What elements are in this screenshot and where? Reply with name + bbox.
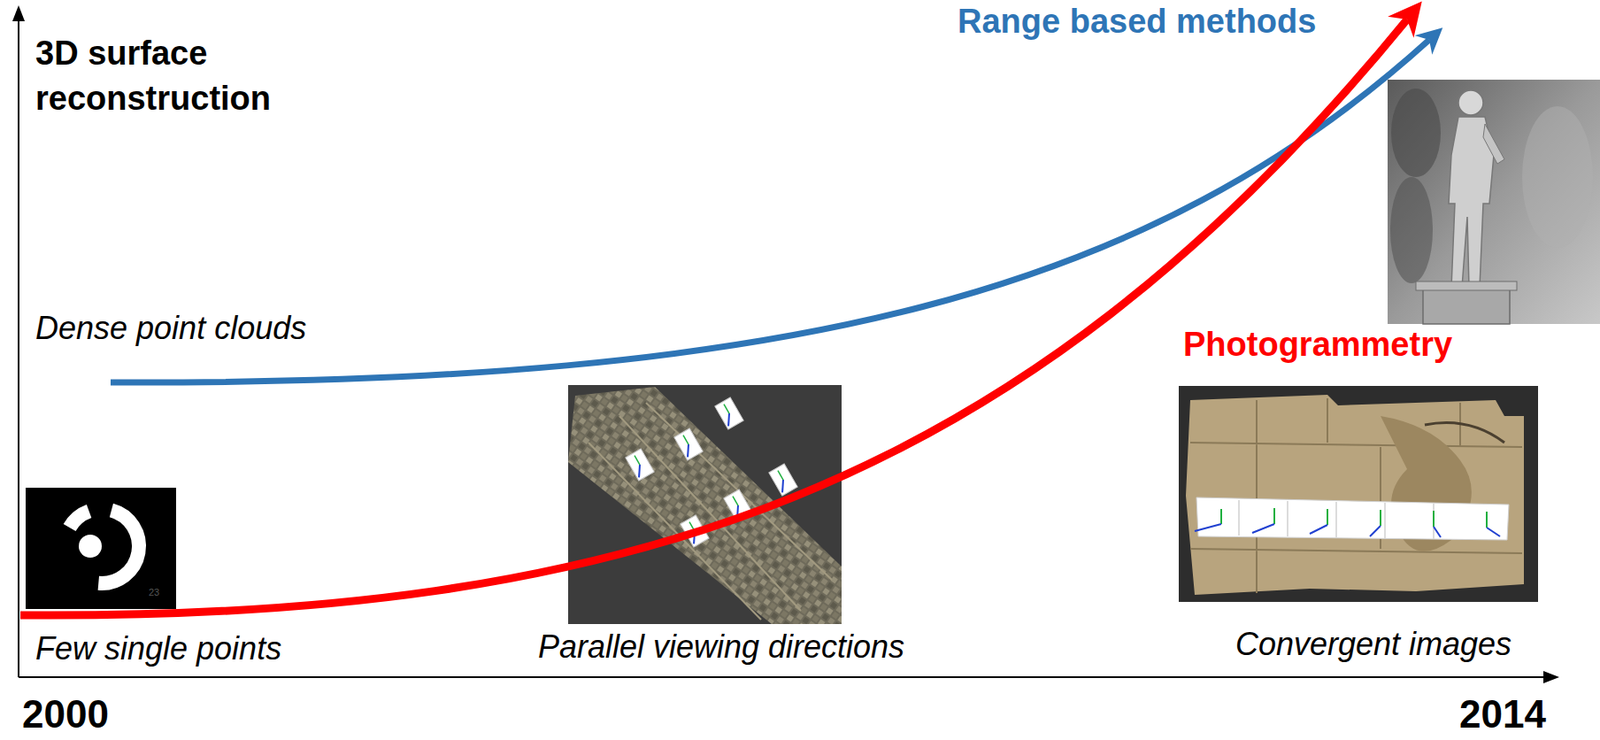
series-label: Range based methods [957,1,1316,43]
axes [12,5,1560,684]
relief-image [1178,385,1539,602]
target-number: 23 [148,586,160,599]
axis-year: 2000 [22,691,109,739]
photogrammetry-curve [20,19,1408,616]
stage-label: Parallel viewing directions [538,627,905,666]
stage-label: Convergent images [1235,624,1512,663]
coded-target-image [25,487,177,609]
series-label: Photogrammetry [1183,324,1453,366]
level-label: Dense point clouds [35,308,307,347]
level-label: Few single points [35,629,282,668]
axis-year: 2014 [1459,691,1547,739]
axis-title: 3D surface reconstruction [35,30,337,123]
aerial-image [568,384,842,624]
statue-image [1387,79,1600,324]
